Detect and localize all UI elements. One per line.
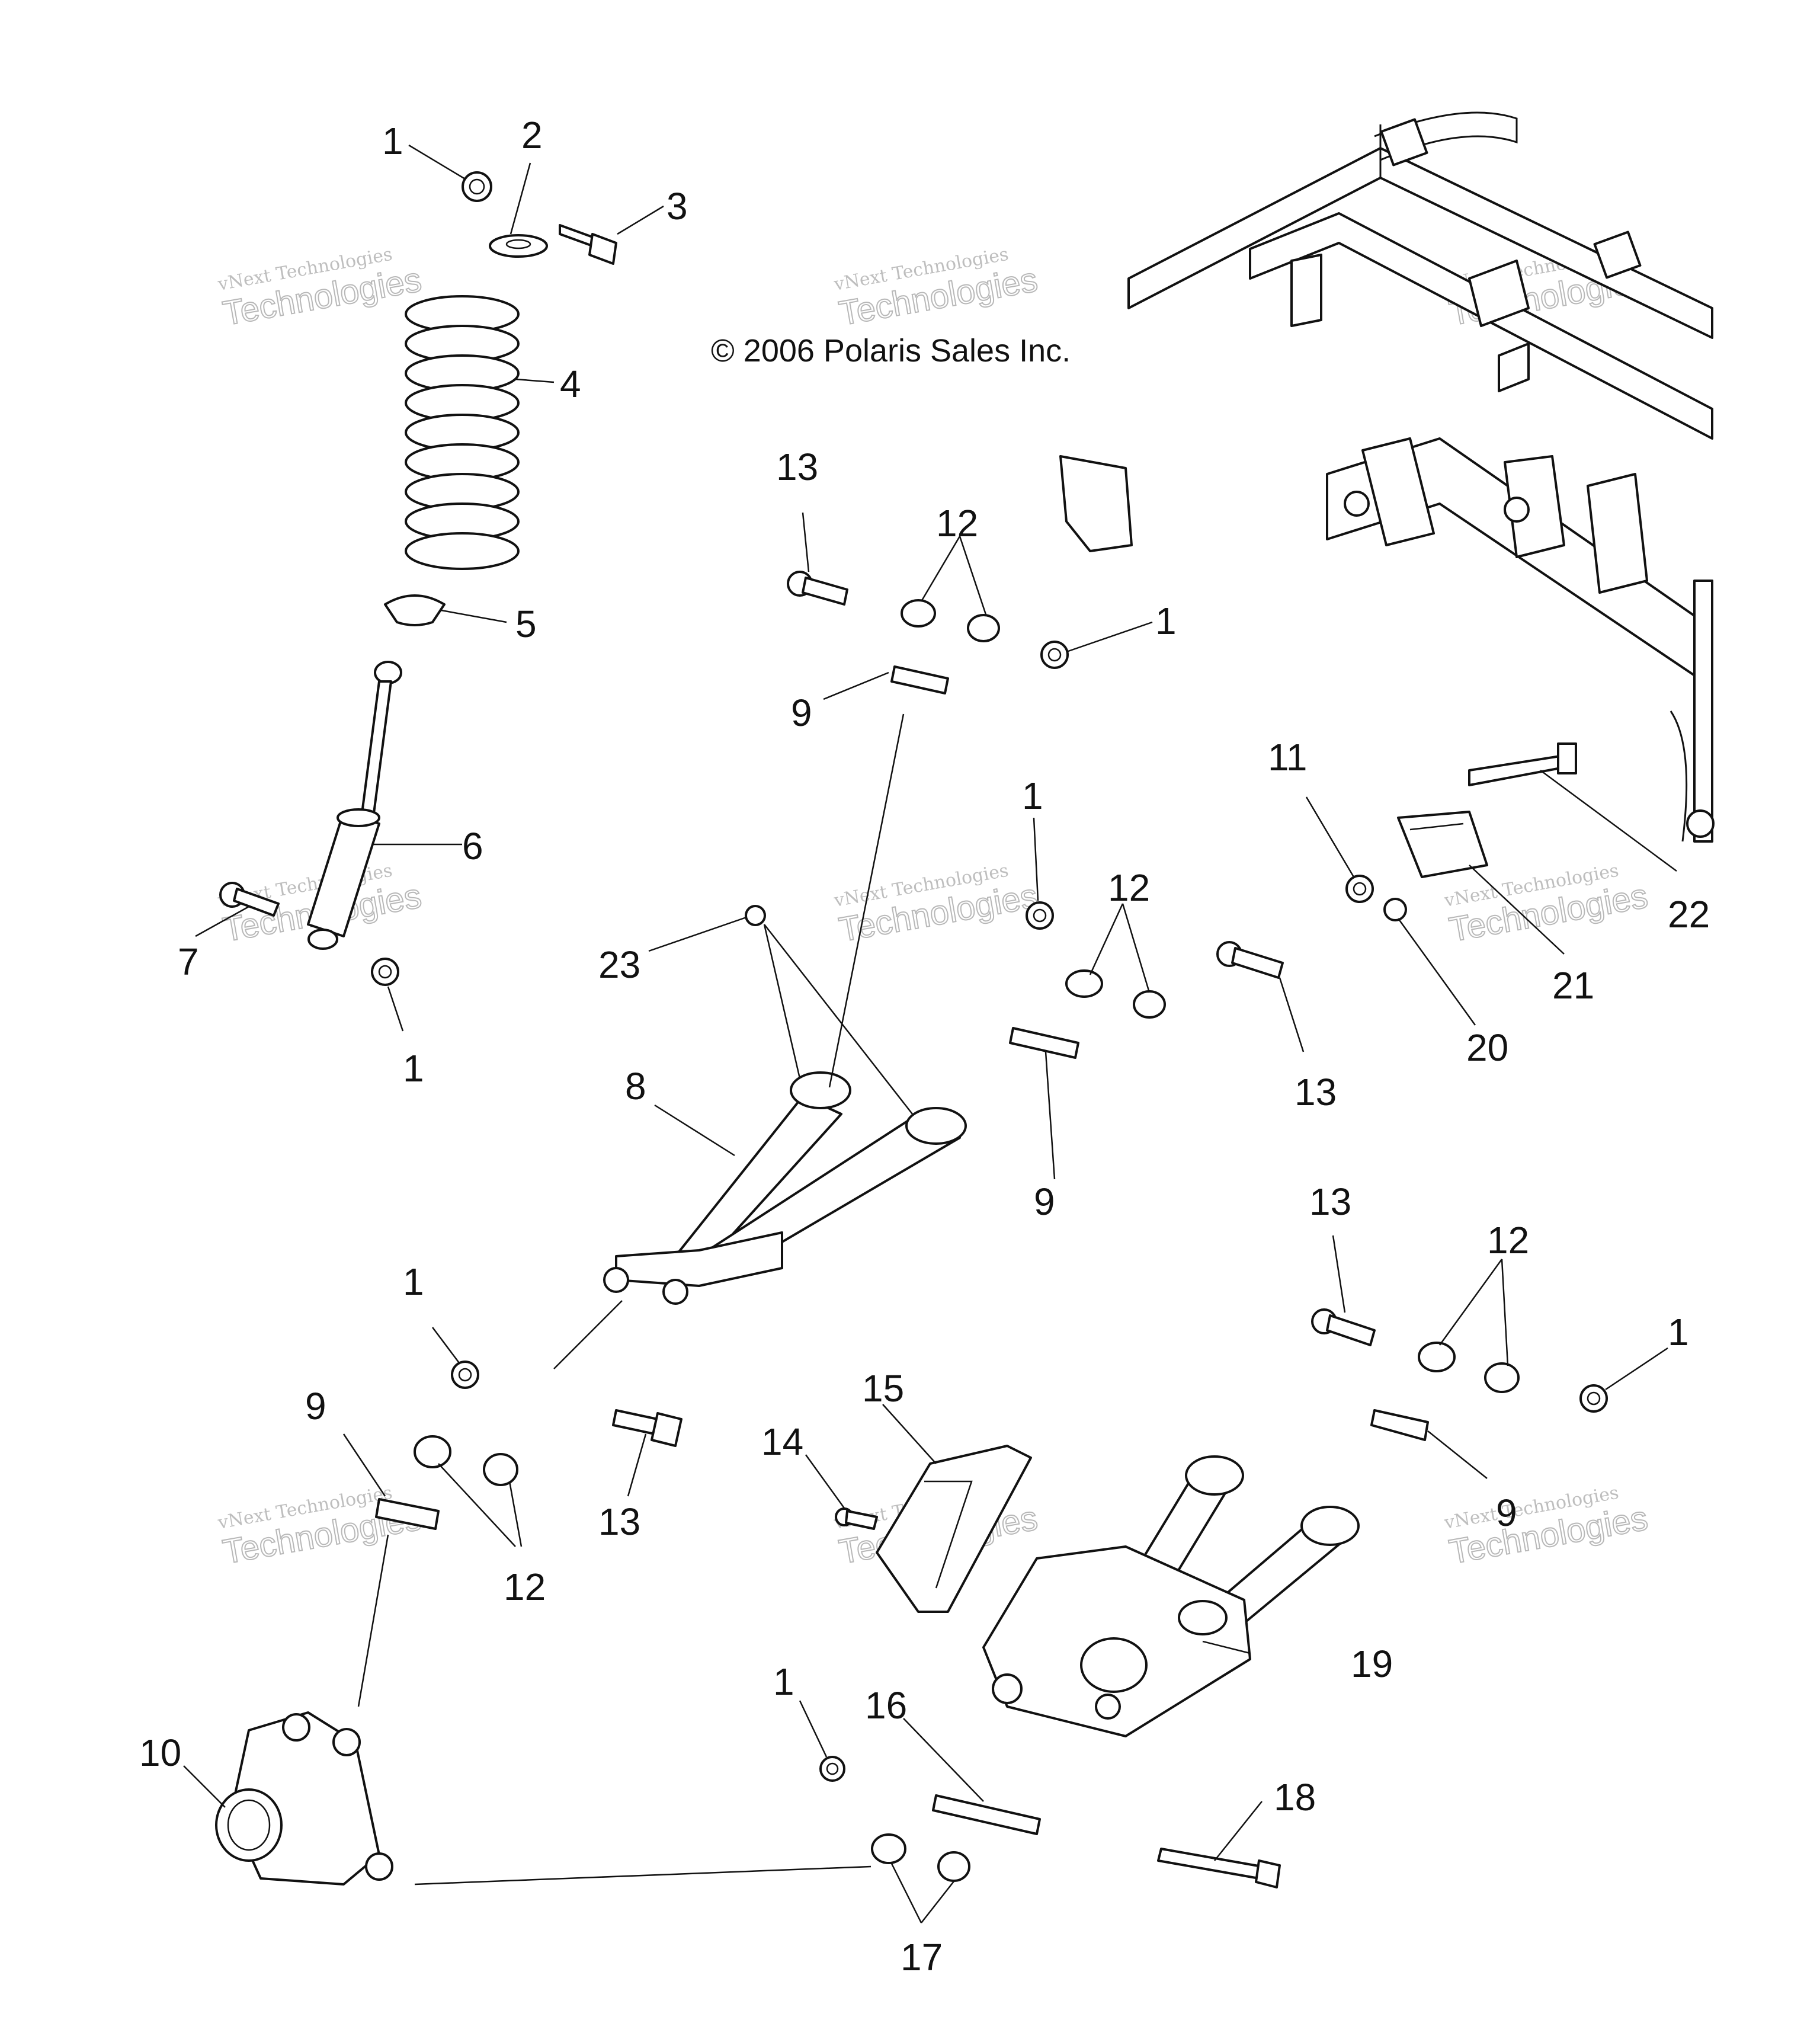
callout-15: 15 [862,1367,904,1410]
callout-9-lower-left: 9 [305,1385,326,1427]
bushing-12a [901,599,1000,642]
watermark-5: Technologies vNext Technologies [832,860,1041,950]
nut-11 [1345,875,1374,903]
watermark-7: Technologies vNext Technologies [216,1483,425,1572]
callout-16: 16 [865,1684,907,1727]
nut-1f [451,1361,479,1389]
callout-12-top: 12 [936,502,978,545]
bolt-18 [1157,1848,1281,1888]
bolt-14 [835,1507,878,1530]
callout-21: 21 [1552,964,1594,1007]
callout-9-mid: 9 [1034,1180,1055,1223]
callout-20: 20 [1466,1026,1508,1069]
callout-12-lower-left: 12 [504,1566,546,1608]
spring-retainer-2 [489,234,548,258]
nut-1e [1579,1384,1608,1413]
callout-1-top: 1 [382,120,403,162]
callout-12-right: 12 [1487,1219,1529,1262]
copyright-text: © 2006 Polaris Sales Inc. [711,333,1071,369]
leader-lines [183,144,1677,1923]
bolt-13a [787,571,848,606]
callout-23: 23 [598,943,640,986]
bolt-22 [1468,742,1577,786]
spring-4 [405,295,520,570]
callout-3: 3 [667,185,688,228]
watermark-9: Technologies vNext Technologies [1442,1483,1651,1572]
nut-1a [462,171,492,202]
callout-9-top: 9 [791,692,812,734]
guard-15 [876,1445,1032,1613]
bolt-13c [1311,1308,1376,1346]
bushing-12d [414,1435,518,1486]
bushing-17 [871,1833,970,1882]
callout-8: 8 [625,1065,646,1107]
pin-9d [375,1498,440,1530]
pin-16 [932,1794,1041,1835]
bushing-12b [1065,969,1166,1019]
nut-1g [819,1756,845,1782]
bolt-20 [1383,898,1407,921]
bolt-13b [1216,941,1284,979]
callout-1-bottom: 1 [773,1660,794,1703]
callout-4: 4 [560,363,581,405]
callout-22: 22 [1668,893,1710,936]
callout-9-right: 9 [1496,1491,1517,1534]
nut-1c [1040,641,1069,669]
callout-5: 5 [515,603,537,645]
watermark-2: Technologies vNext Technologies [832,244,1041,334]
callout-11: 11 [1268,736,1307,779]
bracket-21 [1397,811,1488,878]
watermark-1: Technologies vNext Technologies [216,244,425,334]
pin-9b [1009,1027,1079,1059]
callout-labels: 1 2 3 4 5 6 7 1 13 12 1 9 1 12 13 23 8 9… [139,114,1710,1979]
callout-17: 17 [901,1936,943,1979]
shock-6 [307,661,402,950]
knuckle-10 [215,1711,393,1886]
callout-13-right: 13 [1309,1180,1351,1223]
callout-19: 19 [1351,1643,1393,1685]
nut-1b [371,958,399,986]
callout-1-right: 1 [1668,1311,1689,1353]
callout-1-shock-bottom: 1 [403,1047,424,1090]
grease-fitting-23 [745,905,766,926]
bolt-3 [559,224,617,265]
pin-9a [890,665,949,694]
bolt-13d [612,1409,682,1447]
callout-13-mid: 13 [1294,1071,1337,1113]
callout-7: 7 [178,940,199,983]
bracket-upper [1059,455,1133,552]
a-arm-8 [603,1071,967,1305]
callout-18: 18 [1274,1776,1316,1819]
callout-10: 10 [139,1731,181,1774]
callout-2: 2 [521,114,543,156]
callout-13-lower: 13 [598,1500,640,1543]
bolt-7 [219,882,280,917]
pin-9c [1370,1409,1429,1441]
callout-1-mid: 1 [1022,774,1043,817]
callout-13-top: 13 [776,446,818,488]
callout-1-lower-left: 1 [403,1260,424,1303]
nut-1d [1026,901,1054,930]
callout-12-mid: 12 [1108,866,1150,909]
spring-retainer-5 [384,594,446,626]
frame-illustration [1127,111,1715,843]
callout-6: 6 [462,825,483,868]
callout-14: 14 [761,1420,803,1463]
bushing-12c [1418,1342,1520,1393]
trailing-arm-19 [982,1455,1360,1737]
callout-1-upper-right: 1 [1155,600,1177,642]
